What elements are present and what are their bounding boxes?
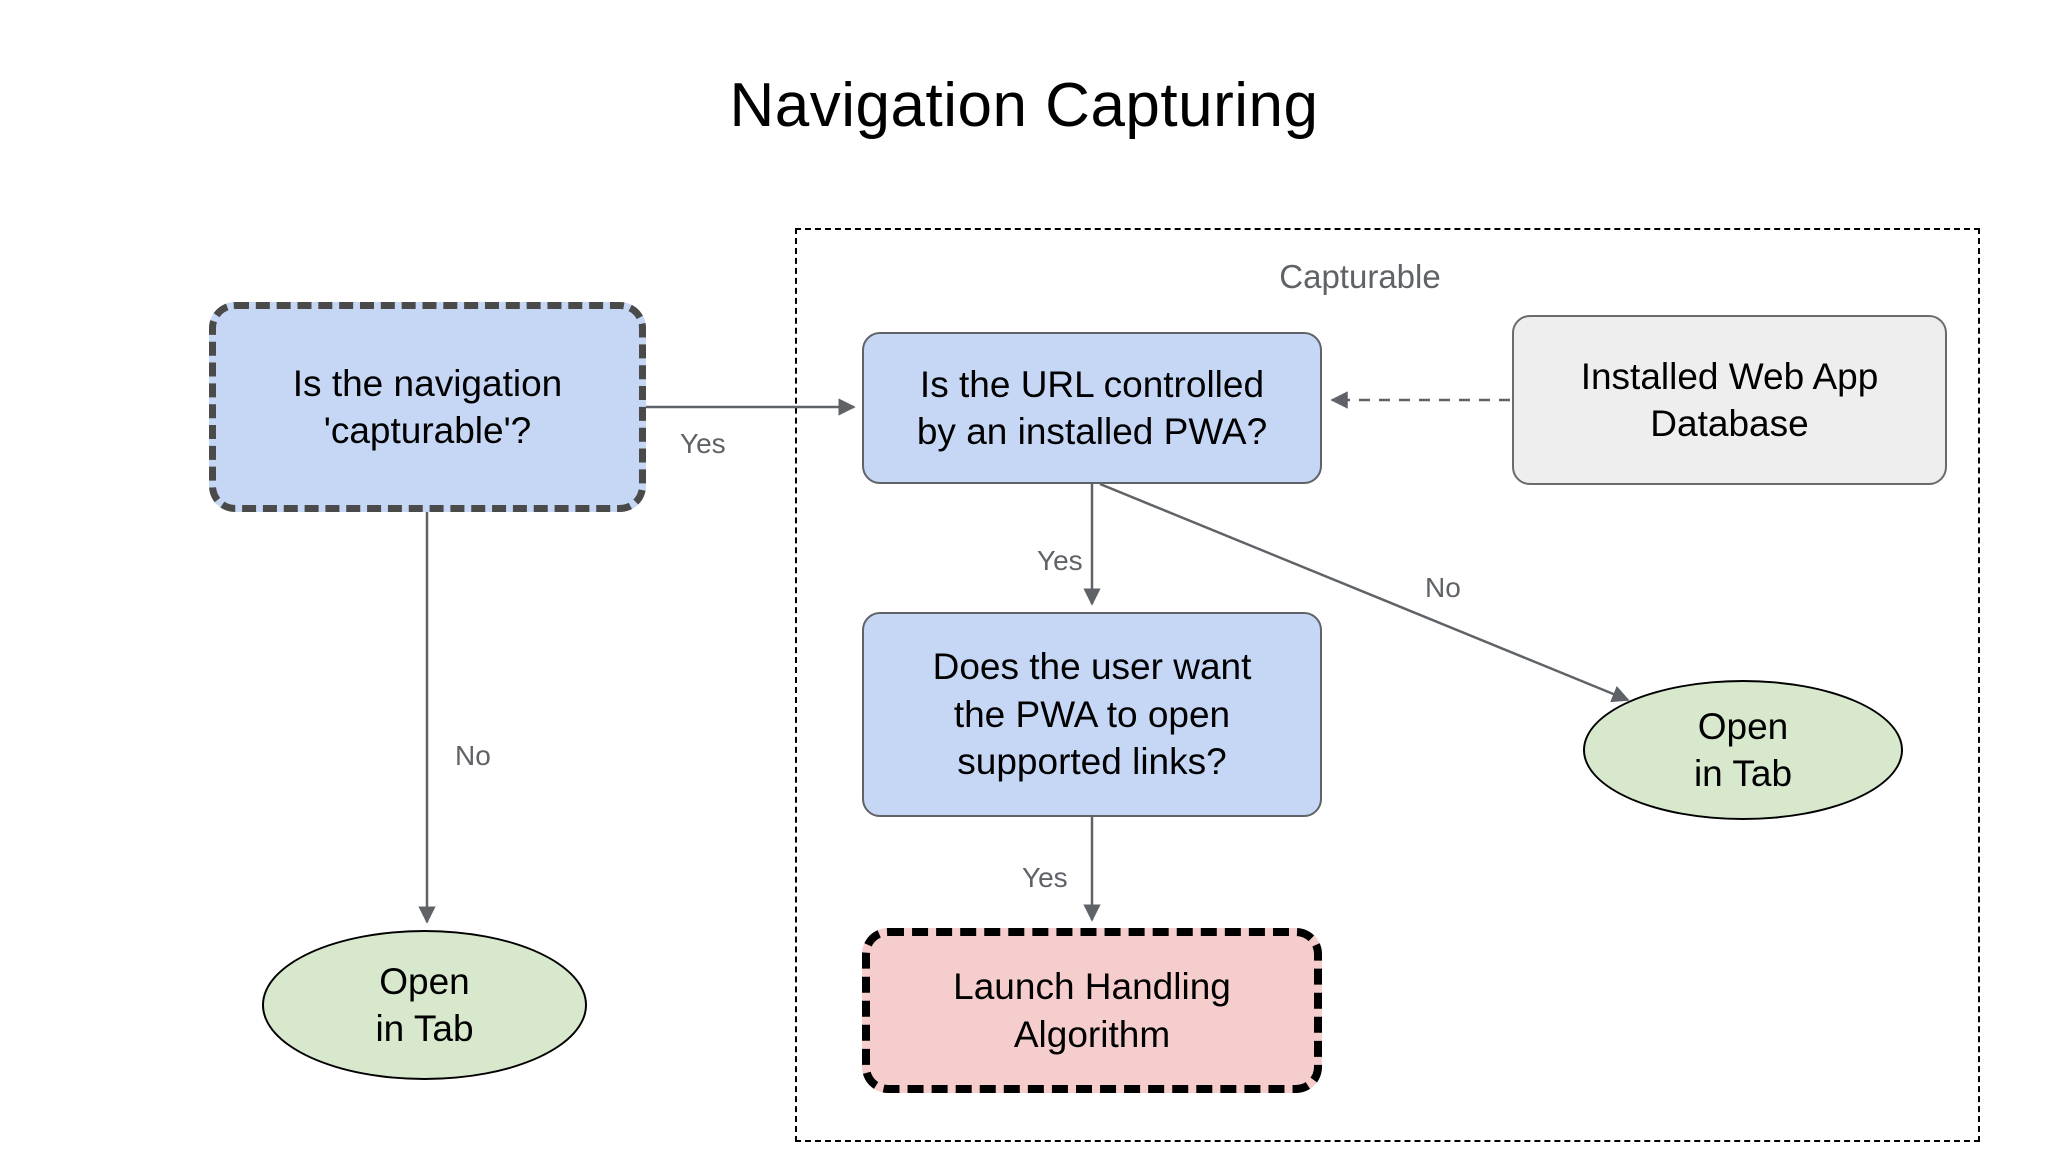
edge-label-capturable-yes: Yes [680, 428, 726, 459]
edge-label-capturable-no: No [455, 740, 491, 771]
page-title: Navigation Capturing [729, 71, 1319, 140]
decision-is-url-controlled-by-pwa[interactable]: Is the URL controlled by an installed PW… [862, 332, 1322, 484]
edge-label-url-no: No [1425, 572, 1461, 603]
datastore-installed-web-app-database[interactable]: Installed Web App Database [1512, 315, 1947, 485]
capturable-group-label: Capturable [1279, 258, 1441, 295]
capturable-group-container [795, 228, 1980, 1142]
terminal-open-in-tab-left[interactable]: Open in Tab [262, 930, 587, 1080]
decision-does-user-want-pwa-open-links[interactable]: Does the user want the PWA to open suppo… [862, 612, 1322, 817]
process-launch-handling-algorithm[interactable]: Launch Handling Algorithm [862, 928, 1322, 1093]
edge-label-url-yes: Yes [1037, 545, 1083, 576]
decision-is-navigation-capturable[interactable]: Is the navigation 'capturable'? [209, 302, 646, 512]
terminal-open-in-tab-right[interactable]: Open in Tab [1583, 680, 1903, 820]
edge-label-user-yes: Yes [1022, 862, 1068, 893]
